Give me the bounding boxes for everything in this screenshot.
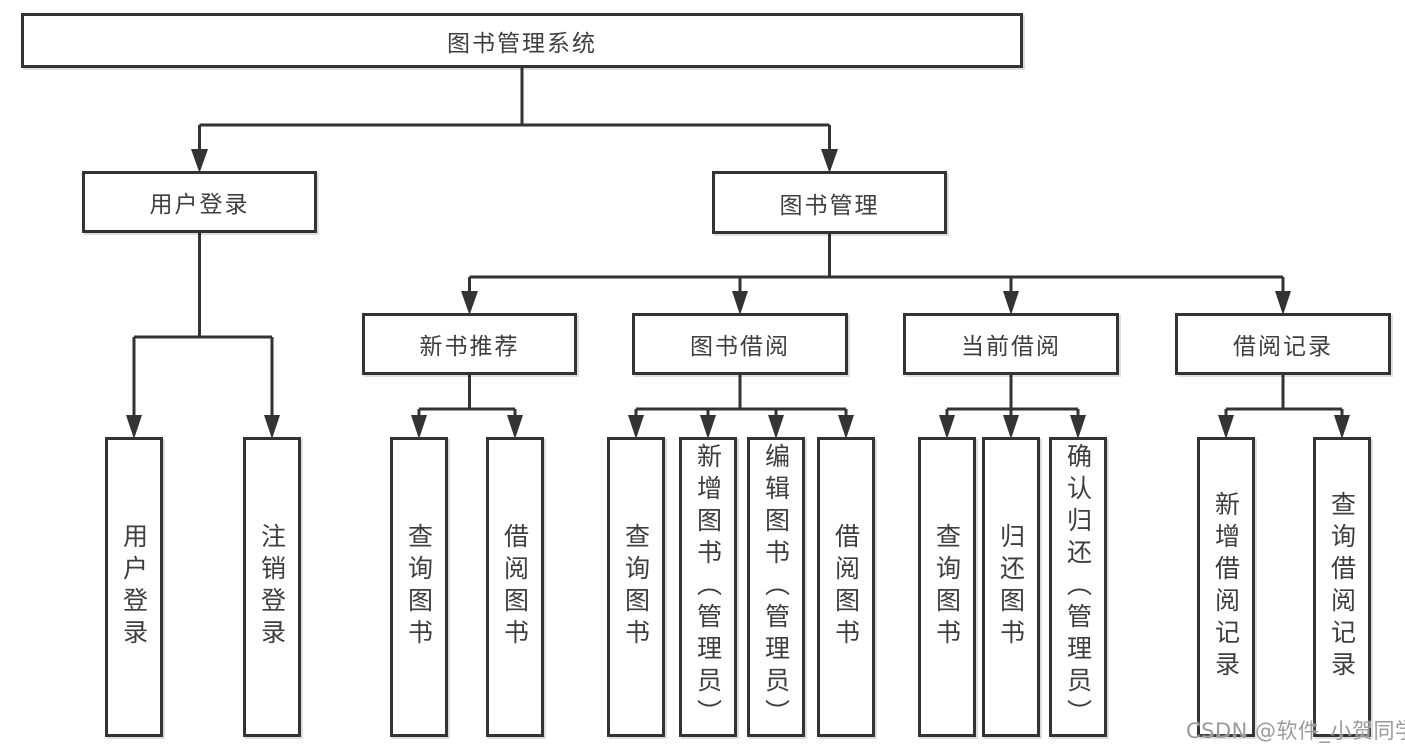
node-leaf-borrow-add-admin-label: 新增图书（管理员）: [693, 443, 723, 731]
node-leaf-newbooks-borrow-label: 借阅图书: [500, 523, 530, 651]
node-leaf-user-login: 用户登录: [105, 437, 163, 737]
node-leaf-current-query-label: 查询图书: [932, 523, 962, 651]
node-current-borrowing: 当前借阅: [903, 313, 1119, 375]
node-leaf-logout: 注销登录: [243, 437, 301, 737]
node-leaf-newbooks-query-label: 查询图书: [404, 523, 434, 651]
node-leaf-current-confirm-admin-label: 确认归还（管理员）: [1063, 443, 1093, 731]
node-leaf-current-return-label: 归还图书: [996, 523, 1026, 651]
node-leaf-newbooks-borrow: 借阅图书: [486, 437, 544, 737]
node-borrow-records: 借阅记录: [1175, 313, 1391, 375]
node-user-login-label: 用户登录: [149, 192, 250, 218]
node-leaf-current-return: 归还图书: [982, 437, 1040, 737]
arrowheads-group: [126, 149, 1350, 439]
node-book-borrowing-label: 图书借阅: [690, 334, 790, 360]
node-leaf-records-query-label: 查询借阅记录: [1327, 491, 1357, 683]
node-leaf-logout-label: 注销登录: [257, 523, 287, 651]
node-leaf-newbooks-query: 查询图书: [390, 437, 448, 737]
node-book-management-label: 图书管理: [779, 192, 880, 219]
node-leaf-borrow-add-admin: 新增图书（管理员）: [679, 437, 737, 737]
node-leaf-borrow-query: 查询图书: [607, 437, 665, 737]
node-leaf-borrow-edit-admin: 编辑图书（管理员）: [747, 437, 805, 737]
node-leaf-borrow-borrow-label: 借阅图书: [831, 523, 861, 651]
node-leaf-current-query: 查询图书: [918, 437, 976, 737]
node-user-login: 用户登录: [82, 171, 317, 233]
node-leaf-records-add-label: 新增借阅记录: [1211, 491, 1241, 683]
node-leaf-records-query: 查询借阅记录: [1313, 437, 1371, 737]
node-borrow-records-label: 借阅记录: [1233, 334, 1333, 360]
node-book-borrowing: 图书借阅: [632, 313, 848, 375]
node-new-book-recommend-label: 新书推荐: [419, 334, 520, 360]
node-leaf-borrow-query-label: 查询图书: [621, 523, 651, 651]
node-book-management: 图书管理: [712, 171, 947, 234]
node-leaf-borrow-edit-admin-label: 编辑图书（管理员）: [761, 443, 791, 731]
node-leaf-current-confirm-admin: 确认归还（管理员）: [1049, 437, 1107, 737]
node-root-system-label: 图书管理系统: [447, 30, 597, 57]
csdn-watermark: CSDN @软件_小贺同学: [1186, 719, 1405, 743]
node-current-borrowing-label: 当前借阅: [961, 334, 1061, 360]
elbow-connectors: [132, 68, 1344, 418]
node-root-system: 图书管理系统: [21, 13, 1023, 68]
node-leaf-borrow-borrow: 借阅图书: [817, 437, 875, 737]
node-leaf-user-login-label: 用户登录: [119, 523, 149, 651]
node-leaf-records-add: 新增借阅记录: [1197, 437, 1255, 737]
node-new-book-recommend: 新书推荐: [362, 313, 577, 375]
